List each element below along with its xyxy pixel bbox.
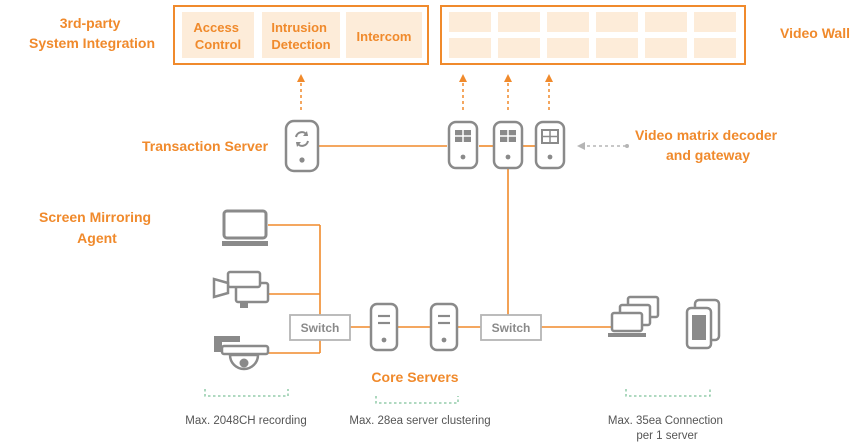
video-wall-group: Video Wall (440, 5, 850, 65)
screen-mirroring-label: Screen Mirroring Agent (39, 209, 155, 246)
switch-right[interactable]: Switch (480, 314, 542, 341)
switch-label: Switch (301, 321, 340, 335)
camera-icon[interactable] (212, 270, 270, 308)
transaction-server-label: Transaction Server (142, 138, 269, 154)
intrusion-detection-box[interactable] (262, 12, 340, 58)
switch-label: Switch (492, 321, 531, 335)
bracket-clustering (375, 396, 459, 404)
video-matrix-arrow-dot (625, 144, 629, 148)
server-icon[interactable] (369, 302, 399, 352)
integration-group: 3rd-party System Integration Access Cont… (29, 5, 429, 65)
recording-note: Max. 2048CH recording (185, 415, 306, 427)
decoder-server-icon[interactable] (447, 120, 479, 170)
video-wall-panel (596, 38, 638, 58)
video-wall-panel (645, 12, 687, 32)
video-wall-panel (694, 12, 736, 32)
video-wall-panel (498, 12, 540, 32)
access-control-box[interactable] (182, 12, 254, 58)
mobile-devices-icon[interactable] (685, 298, 721, 350)
note-brackets (204, 389, 711, 404)
decoder-server-icon[interactable] (492, 120, 524, 170)
video-wall-frame (440, 5, 746, 65)
monitor-icon[interactable] (222, 209, 268, 246)
intercom-label: Intercom (357, 29, 412, 44)
video-wall-panel (547, 12, 589, 32)
integration-frame (173, 5, 429, 65)
server-icon[interactable] (429, 302, 459, 352)
video-wall-panel (449, 12, 491, 32)
bracket-connection (625, 389, 711, 397)
bracket-recording (204, 389, 289, 397)
gateway-icon[interactable] (534, 120, 566, 170)
video-wall-label: Video Wall (780, 25, 850, 41)
video-wall-panel (498, 38, 540, 58)
access-control-label: Access Control (193, 20, 242, 52)
switch-left[interactable]: Switch (289, 314, 351, 341)
clustering-note: Max. 28ea server clustering (349, 415, 490, 427)
video-wall-panels (449, 12, 736, 58)
client-monitors-icon[interactable] (608, 295, 660, 337)
upward-arrows (297, 74, 553, 110)
intrusion-detection-label: Intrusion Detection (271, 20, 330, 52)
third-party-label: 3rd-party System Integration (29, 15, 155, 51)
intercom-box[interactable] (346, 12, 422, 58)
video-wall-panel (645, 38, 687, 58)
video-wall-panel (694, 38, 736, 58)
connection-note: Max. 35ea Connection per 1 server (608, 415, 726, 442)
video-wall-panel (449, 38, 491, 58)
connection-lines (268, 145, 612, 354)
dome-camera-icon[interactable] (214, 336, 270, 371)
video-wall-panel (547, 38, 589, 58)
video-wall-panel (596, 12, 638, 32)
video-matrix-label: Video matrix decoder and gateway (635, 127, 781, 163)
core-servers-label: Core Servers (371, 369, 458, 385)
transaction-server-icon[interactable] (284, 119, 320, 173)
